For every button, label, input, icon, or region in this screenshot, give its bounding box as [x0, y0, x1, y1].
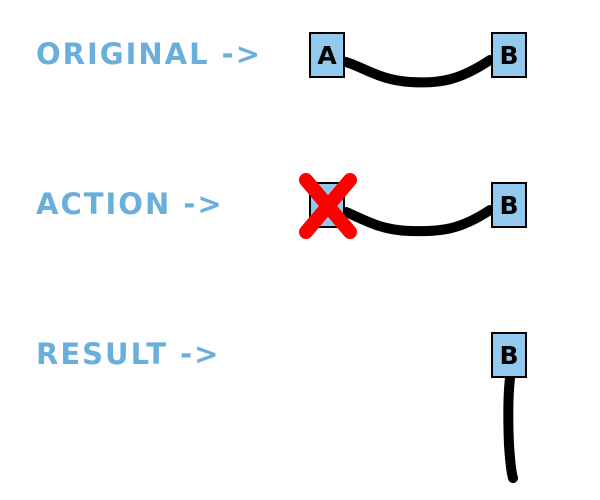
wire-original	[341, 55, 495, 88]
node-b-action: B	[491, 182, 527, 228]
wire-result	[503, 373, 518, 483]
row-label-original: ORIGINAL ->	[36, 37, 262, 71]
node-b-result: B	[491, 332, 527, 378]
red-x-stroke-2	[299, 173, 357, 239]
node-b-original: B	[491, 32, 527, 78]
row-label-action: ACTION ->	[36, 187, 224, 221]
wire-action	[341, 205, 495, 237]
red-x-icon	[299, 173, 357, 239]
row-label-result: RESULT ->	[36, 337, 221, 371]
node-a-original: A	[309, 32, 345, 78]
